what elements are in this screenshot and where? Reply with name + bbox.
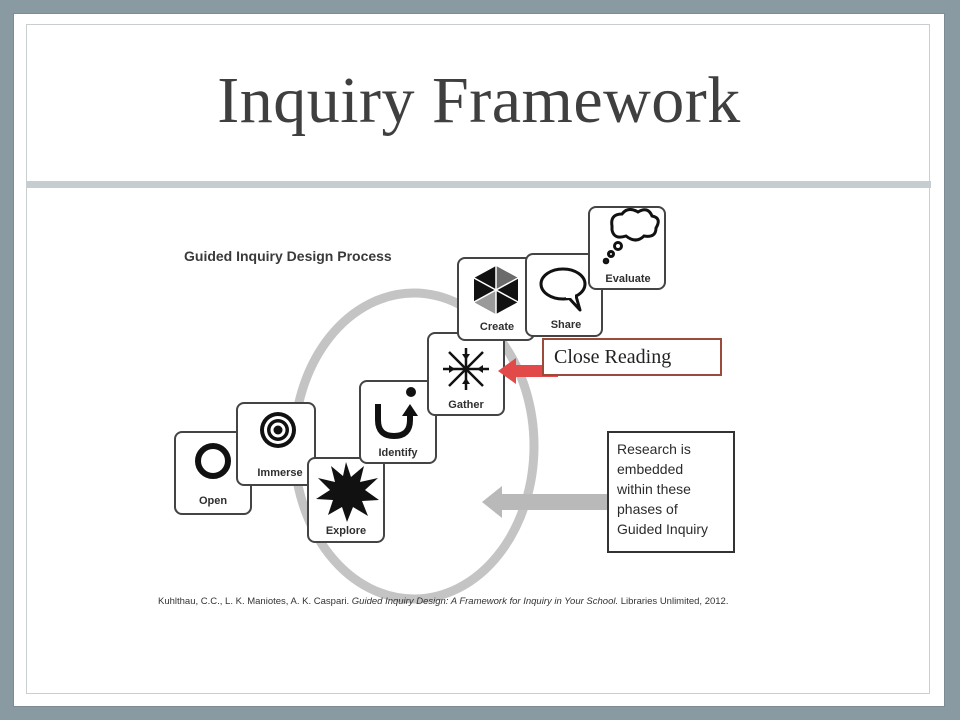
u-turn-arrow-icon xyxy=(375,387,418,440)
phase-label-create: Create xyxy=(480,321,514,333)
citation: Kuhlthau, C.C., L. K. Maniotes, A. K. Ca… xyxy=(158,596,798,607)
research-note-line: Guided Inquiry xyxy=(617,521,709,537)
phase-card-evaluate: Evaluate xyxy=(588,206,666,290)
phase-card-identify: Identify xyxy=(359,380,437,464)
phase-card-explore: Explore xyxy=(307,457,385,543)
starburst-icon xyxy=(316,462,379,522)
research-note-line: Research is xyxy=(617,441,691,457)
phase-card-share: Share xyxy=(525,253,603,337)
title-divider xyxy=(27,181,931,188)
phase-card-immerse: Immerse xyxy=(236,402,316,486)
phase-label-immerse: Immerse xyxy=(257,467,302,479)
slide: Inquiry Framework xyxy=(14,14,944,706)
citation-authors: Kuhlthau, C.C., L. K. Maniotes, A. K. Ca… xyxy=(158,596,350,607)
hexagon-cube-icon xyxy=(473,266,519,314)
phase-card-create: Create xyxy=(457,257,535,341)
concentric-circles-icon xyxy=(260,412,296,448)
phase-label-evaluate: Evaluate xyxy=(605,273,650,285)
phase-label-explore: Explore xyxy=(326,525,366,537)
converging-arrows-icon xyxy=(443,348,489,390)
phase-label-share: Share xyxy=(551,319,582,331)
citation-book-title: Guided Inquiry Design: A Framework for I… xyxy=(351,596,619,607)
ring-icon xyxy=(195,443,231,479)
phase-label-gather: Gather xyxy=(448,399,484,411)
research-note-box: Research is embedded within these phases… xyxy=(607,431,735,553)
thought-bubble-icon xyxy=(602,207,660,265)
close-reading-callout: Close Reading xyxy=(542,338,722,376)
phase-label-identify: Identify xyxy=(378,447,418,459)
slide-frame: Inquiry Framework xyxy=(26,24,931,694)
speech-bubble-icon xyxy=(539,267,587,312)
phase-label-open: Open xyxy=(199,495,227,507)
research-note-line: embedded xyxy=(617,461,684,477)
diagram-heading: Guided Inquiry Design Process xyxy=(184,248,392,264)
research-note-line: phases of xyxy=(617,501,678,517)
slide-title: Inquiry Framework xyxy=(217,64,741,137)
citation-publisher: Libraries Unlimited, 2012. xyxy=(620,596,729,607)
phase-card-gather: Gather xyxy=(427,332,505,416)
research-pointer-arrow xyxy=(482,486,608,518)
research-note-line: within these xyxy=(617,481,691,497)
